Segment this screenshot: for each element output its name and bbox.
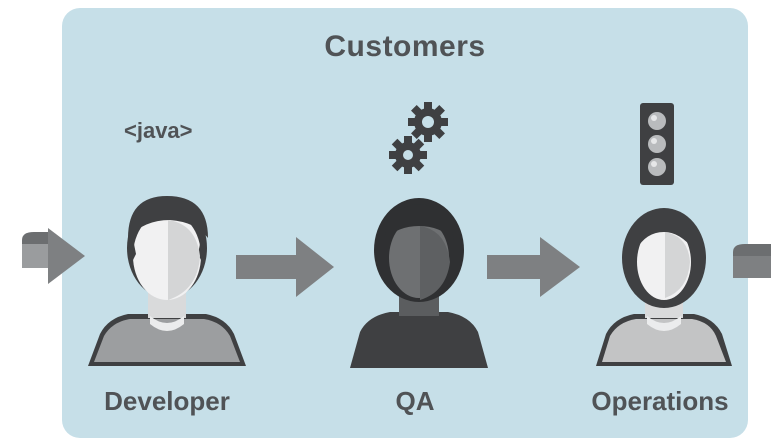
gears-icon bbox=[389, 102, 448, 174]
role-label-qa: QA bbox=[395, 386, 435, 416]
person-long-hair-icon bbox=[596, 208, 732, 366]
exit-loop-arrow-icon bbox=[733, 244, 771, 278]
role-label-developer: Developer bbox=[104, 386, 230, 416]
person-dark-icon bbox=[350, 198, 488, 368]
flow-arrow-dev-to-qa bbox=[236, 237, 334, 297]
role-label-operations: Operations bbox=[591, 386, 729, 416]
person-short-hair-icon bbox=[88, 196, 246, 366]
flow-arrow-qa-to-ops bbox=[487, 237, 580, 297]
traffic-light-icon bbox=[640, 103, 674, 185]
diagram-title: Customers bbox=[324, 30, 486, 63]
entry-loop-arrow-icon bbox=[22, 228, 85, 284]
java-code-tag: <java> bbox=[124, 118, 193, 143]
